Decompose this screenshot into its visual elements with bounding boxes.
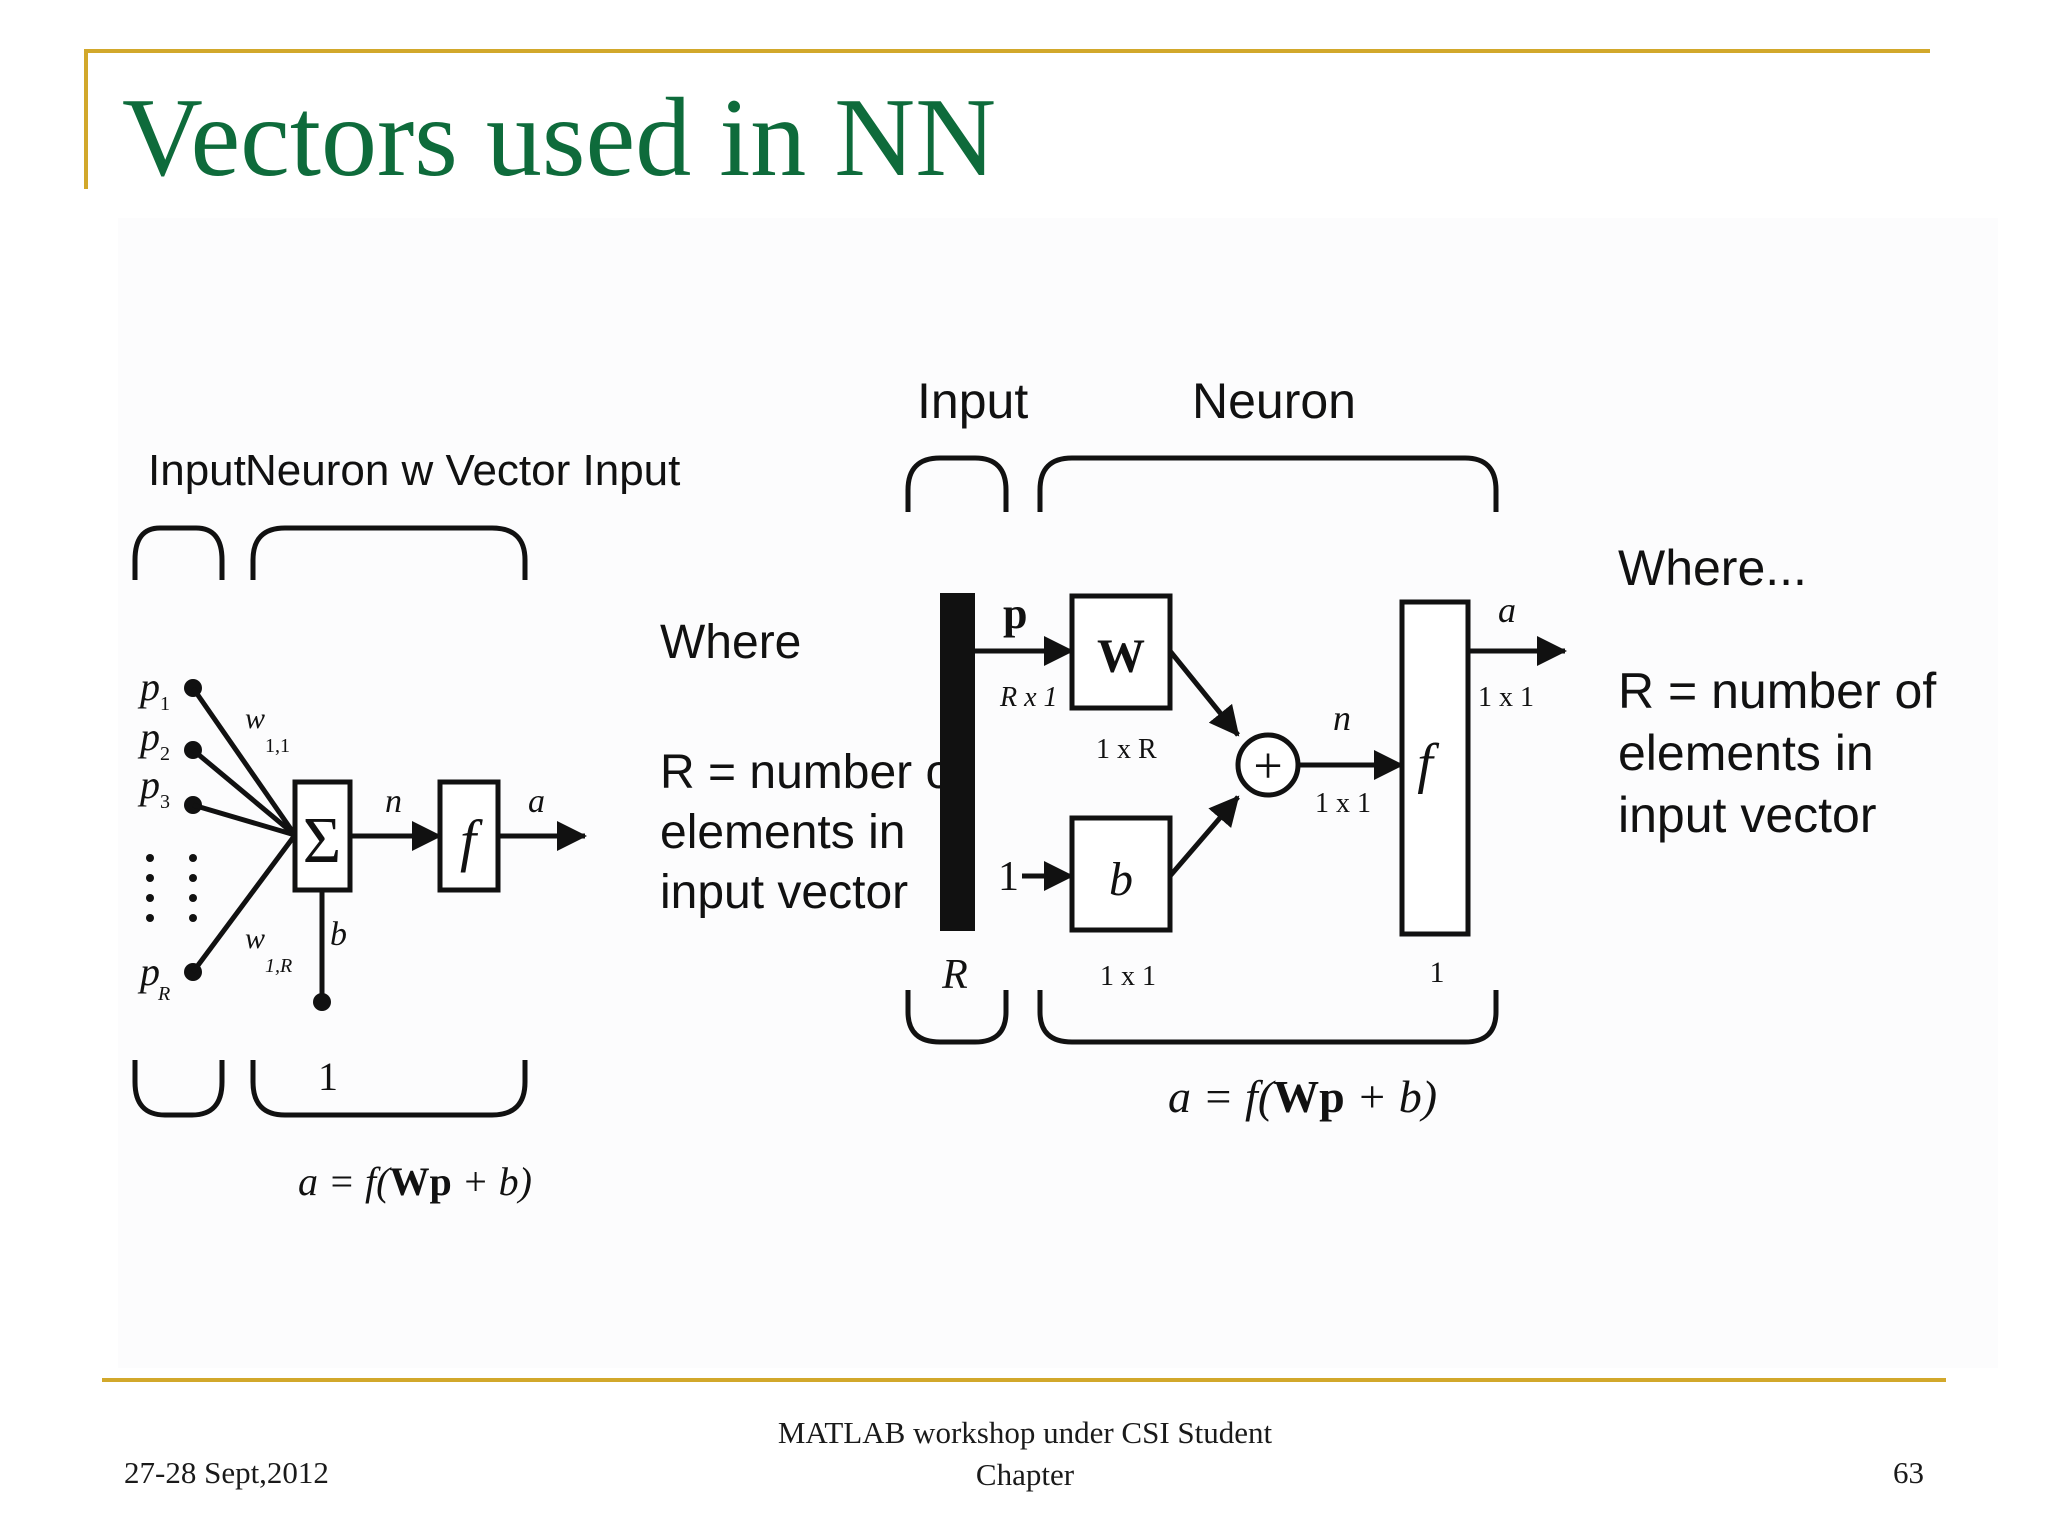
- right-neuron-brace-top: [1037, 455, 1499, 512]
- left-neuron-brace-top: [250, 525, 528, 580]
- bias-node: [313, 993, 331, 1011]
- right-eq-a: a = f(: [1168, 1071, 1276, 1122]
- left-eq-a: a = f(: [298, 1159, 392, 1204]
- input-vector-label: p: [1003, 589, 1027, 638]
- right-input-brace-bottom: [905, 990, 1009, 1045]
- output-dim-label: 1 x 1: [1478, 682, 1534, 713]
- footer-date: 27-28 Sept,2012: [124, 1455, 329, 1490]
- input-size-label: R: [941, 952, 968, 998]
- weight-to-sum-arrow: [1168, 649, 1240, 737]
- transfer-size-label: 1: [1430, 956, 1445, 989]
- bias-box-label: b: [1109, 853, 1133, 906]
- right-note: Where... R = number of elements in input…: [1618, 540, 1936, 843]
- input-p2-label: p: [137, 714, 160, 759]
- left-note-line1: R = number of: [660, 746, 966, 799]
- summation-symbol: +: [1253, 738, 1282, 795]
- right-input-brace-top: [905, 455, 1009, 512]
- input-dim-label: R x 1: [999, 682, 1058, 713]
- right-eq-b: + b): [1345, 1071, 1437, 1122]
- input-p3-sub: 3: [160, 791, 170, 813]
- page-number: 63: [1893, 1455, 1924, 1490]
- bottom-rule: [102, 1378, 1946, 1382]
- right-note-line3: input vector: [1618, 787, 1876, 843]
- weight-label: W: [1097, 630, 1145, 683]
- input-p2-sub: 2: [160, 743, 170, 765]
- right-note-line1: R = number of: [1618, 663, 1936, 719]
- net-label-right: n: [1333, 698, 1351, 738]
- left-neuron-diagram: Input Neuron w Vector Input p 1 p 2 p 3 …: [132, 446, 680, 1204]
- footer-center-line1: MATLAB workshop under CSI Student: [777, 1415, 1273, 1450]
- footer-center-line2: Chapter: [975, 1457, 1075, 1492]
- right-equation: a = f(Wp + b): [1168, 1071, 1437, 1122]
- top-rule: [84, 49, 1930, 53]
- left-input-brace-bottom: [132, 1060, 225, 1118]
- left-neuron-brace-bottom: [250, 1060, 528, 1118]
- bias-box: [1069, 815, 1173, 933]
- right-neuron-diagram: Input Neuron R p R x 1 W 1 x R 1 b 1 x 1…: [905, 373, 1567, 1122]
- left-input-brace-top: [132, 525, 225, 580]
- input-ellipsis: [146, 854, 197, 922]
- output-label: a: [528, 783, 545, 820]
- transfer-box-right: [1399, 599, 1471, 937]
- bias-to-sum-arrow: [1168, 795, 1240, 878]
- weight-first-label: w: [245, 702, 265, 735]
- slide-title: Vectors used in NN: [122, 76, 997, 200]
- input-pr-label: p: [137, 949, 160, 994]
- weight-last-label: w: [245, 922, 265, 955]
- left-eq-b: + b): [452, 1159, 532, 1204]
- diagram-panel: [118, 218, 1998, 1368]
- net-label: n: [385, 783, 402, 820]
- weight-box: [1069, 593, 1173, 711]
- left-equation: a = f(Wp + b): [298, 1159, 532, 1204]
- right-input-label: Input: [917, 373, 1028, 429]
- bias-input-label-right: 1: [998, 854, 1019, 900]
- left-rule: [84, 49, 88, 189]
- left-eq-bold: Wp: [389, 1159, 451, 1204]
- input-vector-bar: [940, 593, 975, 931]
- weight-last-sub: 1,R: [265, 955, 292, 977]
- weight-dim-label: 1 x R: [1096, 734, 1157, 765]
- net-dim-label: 1 x 1: [1315, 788, 1371, 819]
- right-neuron-brace-bottom: [1037, 990, 1499, 1045]
- footer-center: MATLAB workshop under CSI Student Chapte…: [720, 1412, 1330, 1496]
- bias-dim-label: 1 x 1: [1100, 961, 1156, 992]
- input-p1-label: p: [137, 664, 160, 709]
- right-eq-bold: Wp: [1273, 1071, 1345, 1122]
- sum-symbol: Σ: [303, 804, 341, 877]
- left-neuron-label: Neuron w Vector Input: [245, 446, 680, 495]
- bias-label: b: [330, 916, 347, 953]
- weight-first-sub: 1,1: [265, 735, 290, 757]
- left-note-line2: elements in: [660, 806, 905, 859]
- left-input-labels: p 1 p 2 p 3 p R: [137, 664, 170, 1005]
- left-input-label: Input: [148, 446, 246, 495]
- input-pr-sub: R: [157, 983, 170, 1005]
- output-label-right: a: [1498, 590, 1516, 630]
- input-p1-sub: 1: [160, 693, 170, 715]
- right-note-where: Where...: [1618, 540, 1807, 596]
- bias-input-label: 1: [318, 1054, 338, 1099]
- left-note-where: Where: [660, 616, 801, 669]
- left-note-line3: input vector: [660, 866, 908, 919]
- right-neuron-label: Neuron: [1192, 373, 1356, 429]
- right-note-line2: elements in: [1618, 725, 1874, 781]
- left-note: Where R = number of elements in input ve…: [660, 616, 966, 919]
- weight-lines: [190, 686, 298, 974]
- input-p3-label: p: [137, 762, 160, 807]
